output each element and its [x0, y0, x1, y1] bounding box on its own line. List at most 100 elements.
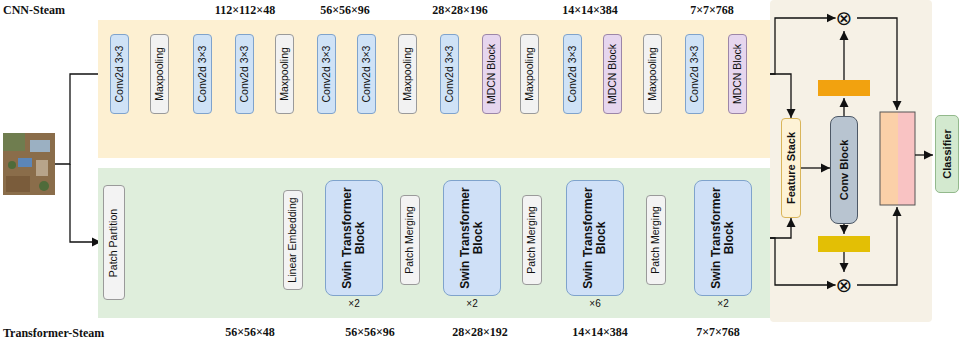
conv-box: Conv2d 3×3 [317, 34, 336, 114]
multiply-glyph: ⊗ [836, 275, 853, 295]
mdcn-box: MDCN Block [603, 34, 622, 114]
box-label: Patch Merging [526, 200, 538, 280]
image-patch [3, 133, 25, 151]
concat-outline [880, 112, 915, 205]
multiply-symbol: ⊗ [836, 275, 853, 295]
fusion-wire [843, 98, 844, 116]
box-label: Patch Merging [650, 200, 662, 280]
box-label: Classifier [941, 120, 953, 188]
box-label: Conv2d 3×3 [239, 39, 251, 109]
dimension-label: 112×112×48 [215, 3, 275, 18]
box-label: Conv2d 3×3 [321, 39, 333, 109]
feature-stack-box: Feature Stack [781, 118, 801, 218]
multiply-glyph: ⊗ [836, 8, 853, 28]
swin-block: Swin Transformer Block [443, 180, 501, 296]
cnn-stream-band: CNN-SteamConv2d 3×3MaxpoolingConv2d 3×3C… [98, 20, 770, 158]
classifier-box: Classifier [935, 115, 959, 193]
dimension-label: 56×56×96 [345, 325, 395, 340]
box-label: Swin Transformer Block [341, 185, 367, 291]
box-label: Maxpooling [647, 39, 659, 109]
conv-box: Conv2d 3×3 [685, 34, 704, 114]
dimension-label: 7×7×768 [690, 3, 734, 18]
attention-bar [818, 80, 870, 96]
image-tree [39, 181, 49, 191]
dimension-label: 14×14×384 [572, 325, 628, 340]
box-label: Patch Merging [404, 200, 416, 280]
pooling-box: Maxpooling [398, 34, 417, 114]
box-label: Conv2d 3×3 [361, 39, 373, 109]
conv-box: Conv2d 3×3 [440, 34, 459, 114]
dimension-label: 56×56×48 [225, 325, 275, 340]
box-label: Maxpooling [279, 39, 291, 109]
dimension-label: 56×56×96 [320, 3, 370, 18]
concat-part [898, 112, 915, 205]
image-tree [8, 161, 16, 169]
box-label: Conv2d 3×3 [197, 39, 209, 109]
fusion-panel [770, 0, 932, 322]
image-patch [6, 176, 30, 192]
process-box: Patch Merging [646, 195, 666, 285]
box-label: Swin Transformer Block [710, 185, 736, 291]
repeat-count: ×2 [717, 298, 728, 309]
box-label: Maxpooling [154, 39, 166, 109]
repeat-count: ×2 [348, 298, 359, 309]
box-label: MDCN Block [607, 39, 619, 109]
fusion-wire [843, 252, 844, 272]
box-label: Maxpooling [402, 39, 414, 109]
conv-block-box: Conv Block [830, 116, 858, 224]
pooling-box: Maxpooling [520, 34, 539, 114]
input-wire [70, 164, 101, 242]
mdcn-box: MDCN Block [482, 34, 501, 114]
image-patch [36, 160, 48, 176]
stream-title: CNN-Steam [3, 3, 65, 18]
input-image [3, 133, 55, 195]
process-box: Patch Partition [103, 185, 125, 300]
box-label: Feature Stack [785, 123, 797, 213]
concat-part [880, 112, 898, 205]
box-label: Linear Embedding [287, 195, 299, 285]
mdcn-box: MDCN Block [728, 34, 747, 114]
fusion-wire [843, 224, 844, 234]
conv-box: Conv2d 3×3 [110, 34, 129, 114]
process-box: Linear Embedding [283, 190, 303, 290]
dimension-label: 14×14×384 [562, 3, 618, 18]
swin-block: Swin Transformer Block [325, 180, 383, 296]
conv-box: Conv2d 3×3 [563, 34, 582, 114]
box-label: Conv Block [838, 121, 850, 219]
fusion-wire [843, 31, 844, 80]
box-label: Swin Transformer Block [459, 185, 485, 291]
box-label: Conv2d 3×3 [689, 39, 701, 109]
transformer-stream-band: Transformer-SteamPatch PartitionLinear E… [98, 168, 770, 318]
image-roof [30, 140, 50, 152]
image-ground [3, 133, 55, 195]
image-roof [18, 158, 32, 167]
box-label: Maxpooling [524, 39, 536, 109]
box-label: MDCN Block [732, 39, 744, 109]
attention-bar [818, 236, 870, 252]
fusion-wire [857, 18, 897, 110]
swin-block: Swin Transformer Block [694, 180, 752, 296]
process-box: Patch Merging [522, 195, 542, 285]
box-label: Conv2d 3×3 [567, 39, 579, 109]
pooling-box: Maxpooling [643, 34, 662, 114]
dimension-label: 7×7×768 [696, 325, 740, 340]
conv-box: Conv2d 3×3 [357, 34, 376, 114]
pooling-box: Maxpooling [150, 34, 169, 114]
pooling-box: Maxpooling [275, 34, 294, 114]
connector-arrow [801, 167, 830, 168]
box-label: Conv2d 3×3 [114, 39, 126, 109]
box-label: Patch Partition [108, 190, 120, 295]
swin-block: Swin Transformer Block [566, 180, 624, 296]
multiply-symbol: ⊗ [836, 8, 853, 28]
box-label: Swin Transformer Block [582, 185, 608, 291]
conv-box: Conv2d 3×3 [193, 34, 212, 114]
repeat-count: ×2 [466, 298, 477, 309]
dimension-label: 28×28×192 [452, 325, 508, 340]
box-label: Conv2d 3×3 [444, 39, 456, 109]
dimension-label: 28×28×196 [432, 3, 488, 18]
process-box: Patch Merging [400, 195, 420, 285]
box-label: MDCN Block [486, 39, 498, 109]
